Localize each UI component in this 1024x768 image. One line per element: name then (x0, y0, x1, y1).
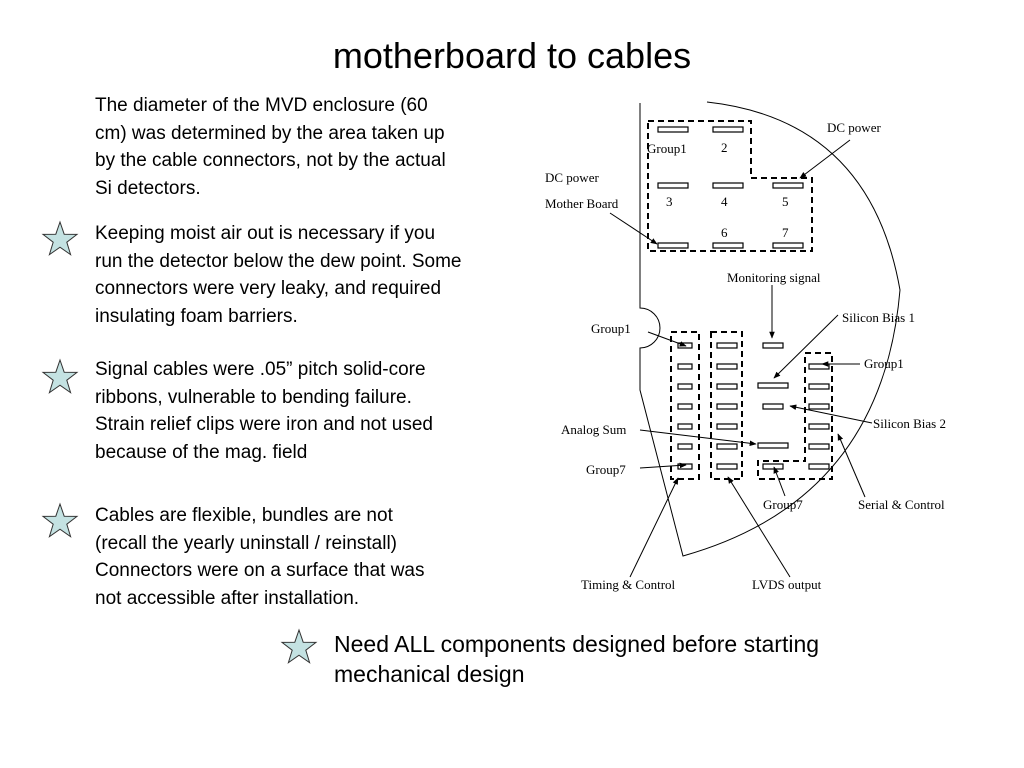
label-group7-bottom: Group7 (763, 497, 803, 512)
label-group1-right: Group1 (864, 356, 904, 371)
text-line: Need ALL components designed before star… (334, 631, 820, 657)
label-dc-power-left: DC power (545, 170, 599, 185)
star-icon (41, 220, 79, 256)
lower-connectors (677, 342, 830, 470)
text-line: (recall the yearly uninstall / reinstall… (95, 532, 398, 554)
page-title: motherboard to cables (332, 35, 692, 76)
label-n5: 5 (782, 194, 789, 209)
mother-board-outline (647, 120, 813, 252)
paragraph-enclosure: The diameter of the MVD enclosure (60 cm… (95, 92, 545, 202)
label-analog-sum: Analog Sum (561, 422, 626, 437)
label-lvds-output: LVDS output (752, 577, 822, 592)
label-n7: 7 (782, 225, 789, 240)
paragraph-signal-cables: Signal cables were .05” pitch solid-core… (95, 356, 545, 466)
label-mother-board: Mother Board (545, 196, 619, 211)
connector-group-outlines (670, 331, 833, 480)
text-line: mechanical design (334, 661, 525, 687)
star-icon (41, 502, 79, 538)
text-line: not accessible after installation. (95, 587, 360, 609)
text-line: The diameter of the MVD enclosure (60 (95, 95, 428, 116)
text-line: Strain relief clips were iron and not us… (95, 414, 433, 435)
star-icon (280, 628, 318, 664)
enclosure-outline (639, 101, 901, 557)
label-silicon-bias-1: Silicon Bias 1 (842, 310, 915, 325)
text-line: because of the mag. field (95, 441, 308, 463)
text-line: Signal cables were .05” pitch solid-core (95, 359, 426, 380)
text-line: connectors were very leaky, and required (95, 278, 442, 299)
paragraph-moisture: Keeping moist air out is necessary if yo… (95, 220, 545, 330)
text-line: by the cable connectors, not by the actu… (95, 150, 446, 171)
label-dc-power-top: DC power (827, 120, 881, 135)
label-group1-top: Group1 (647, 141, 687, 156)
mother-board-connectors (657, 126, 804, 249)
star-icon (41, 358, 79, 394)
label-n2: 2 (721, 140, 728, 155)
label-monitoring-signal: Monitoring signal (727, 270, 821, 285)
text-line: run the detector below the dew point. So… (95, 250, 462, 272)
label-n6: 6 (721, 225, 728, 240)
conclusion-text: Need ALL components designed before star… (334, 629, 819, 689)
text-line: Keeping moist air out is necessary if yo… (95, 223, 436, 244)
label-n3: 3 (666, 194, 673, 209)
text-line: insulating foam barriers. (95, 305, 298, 327)
text-line: Connectors were on a surface that was (95, 560, 425, 581)
label-n4: 4 (721, 194, 728, 209)
label-serial-control: Serial & Control (858, 497, 945, 512)
label-group1-left: Group1 (591, 321, 631, 336)
label-silicon-bias-2: Silicon Bias 2 (873, 416, 946, 431)
leader-lines (609, 139, 873, 578)
text-line: Si detectors. (95, 177, 201, 199)
paragraph-flexible-cables: Cables are flexible, bundles are not (re… (95, 502, 545, 612)
label-group7-left: Group7 (586, 462, 626, 477)
label-timing-control: Timing & Control (581, 577, 676, 592)
text-line: Cables are flexible, bundles are not (95, 505, 393, 526)
text-line: cm) was determined by the area taken up (95, 122, 445, 144)
text-line: ribbons, vulnerable to bending failure. (95, 386, 412, 408)
